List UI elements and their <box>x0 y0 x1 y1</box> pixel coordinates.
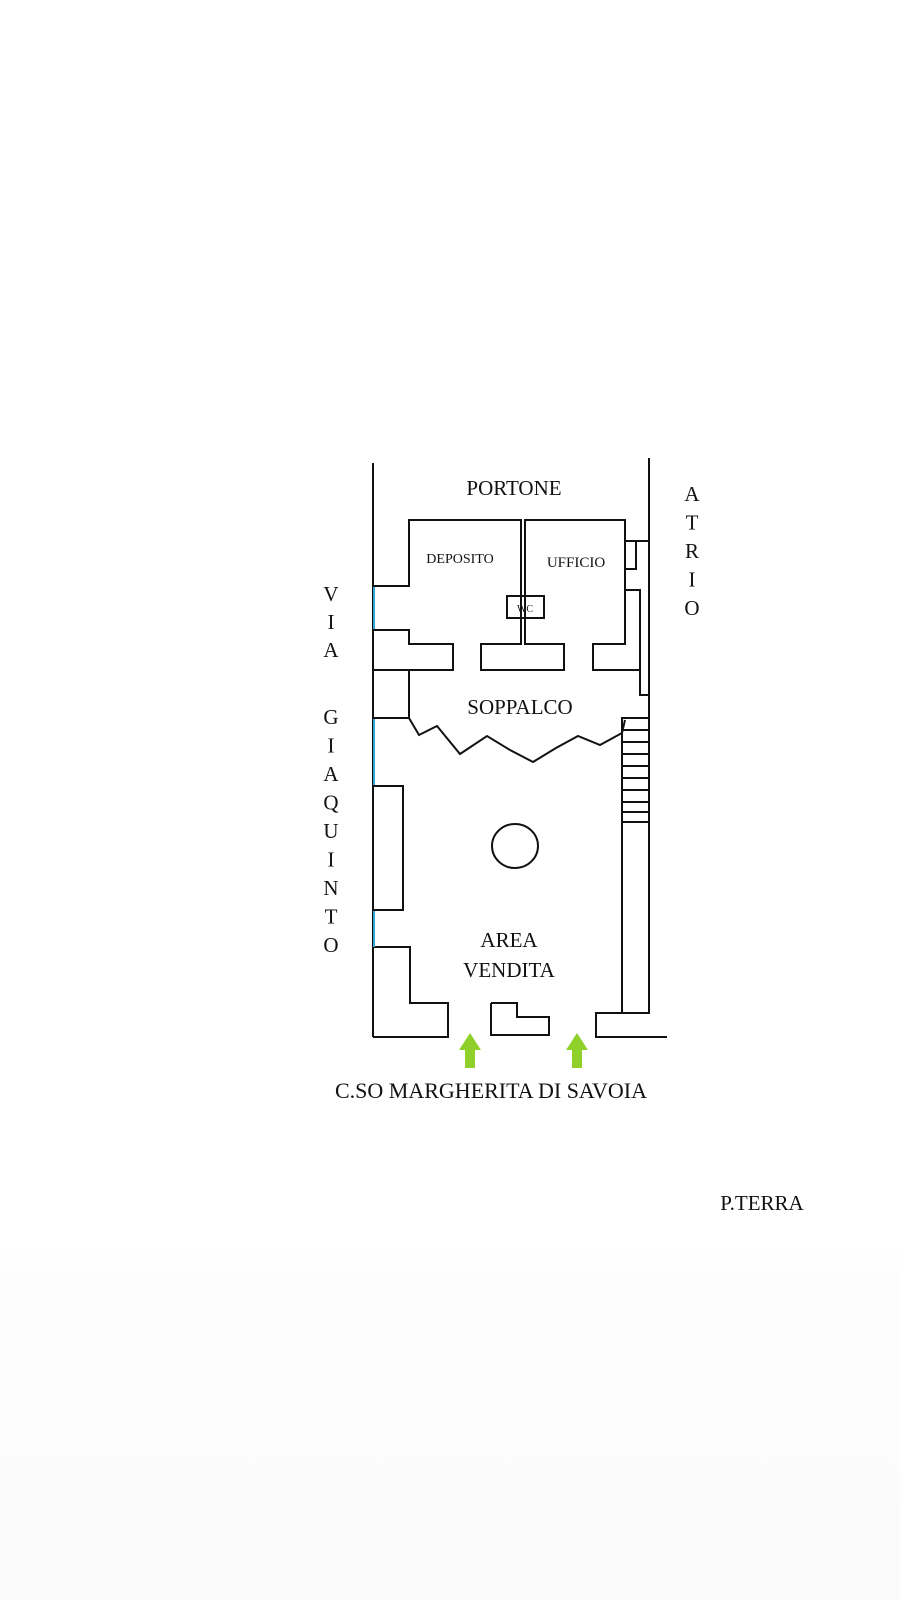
vertical-label-letter: A <box>684 482 700 506</box>
entrance-arrow-right <box>566 1033 588 1068</box>
vertical-label-letter: R <box>685 539 699 563</box>
label-soppalco: SOPPALCO <box>467 695 572 719</box>
label-ufficio: UFFICIO <box>547 555 606 571</box>
vertical-label-letter: G <box>323 705 338 729</box>
label-floor: P.TERRA <box>720 1191 804 1215</box>
label-wc: WC <box>517 604 533 615</box>
atrio-door-frame <box>625 540 637 570</box>
vertical-label-letter: A <box>323 762 339 786</box>
front-wall-left <box>373 946 449 1038</box>
staircase <box>621 717 650 823</box>
rear-rooms <box>373 519 649 719</box>
right-small-pier <box>639 670 649 696</box>
right-outer-wall <box>595 458 667 1038</box>
vertical-label-letter: T <box>686 511 699 535</box>
left-partition-lower <box>373 669 410 719</box>
label-area-vendita-line2: VENDITA <box>463 958 555 982</box>
round-column <box>491 823 539 869</box>
vertical-label-letter: T <box>325 905 338 929</box>
front-wall-center-pier <box>490 1002 550 1036</box>
stairs-outline <box>621 717 650 823</box>
wc-room <box>506 595 545 619</box>
vertical-label-letter: Q <box>323 791 338 815</box>
deposito-walls <box>373 519 640 671</box>
label-deposito: DEPOSITO <box>426 552 493 567</box>
upper-partition-right <box>625 589 641 670</box>
vertical-label-letter: A <box>323 638 339 662</box>
label-via-vertical: VIA <box>323 582 339 662</box>
entrance-arrows <box>459 1033 588 1068</box>
vertical-label-letter: I <box>328 610 335 634</box>
vertical-label-letter: N <box>323 876 338 900</box>
entrance-arrow-left <box>459 1033 481 1068</box>
left-partition-upper <box>373 629 454 671</box>
vertical-label-letter: I <box>328 734 335 758</box>
vertical-label-letter: I <box>328 848 335 872</box>
display-niche <box>372 785 404 911</box>
vertical-label-letter: O <box>323 933 338 957</box>
label-portone: PORTONE <box>466 476 561 500</box>
vertical-label-letter: V <box>323 582 338 606</box>
label-area-vendita-line1: AREA <box>480 928 538 952</box>
soppalco-edge <box>408 717 626 764</box>
vertical-label-letter: I <box>689 568 696 592</box>
vertical-label-letter: U <box>323 819 338 843</box>
label-street-bottom: C.SO MARGHERITA DI SAVOIA <box>335 1078 647 1103</box>
vertical-label-letter: O <box>684 596 699 620</box>
